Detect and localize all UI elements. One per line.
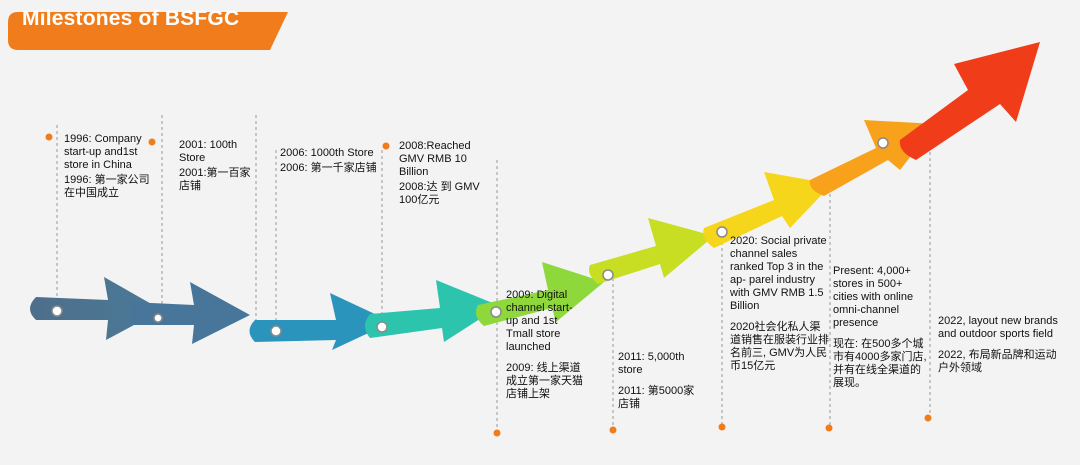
arrow-segment-4 [365, 280, 500, 342]
marker-dot-2020 [718, 423, 726, 431]
marker-ring-2020 [716, 226, 728, 238]
milestone-2008: 2008:Reached GMV RMB 10 Billion 2008:达 到… [399, 140, 489, 207]
page-title: Milestones of BSFGC [22, 7, 240, 30]
milestone-2020-en: 2020: Social private channel sales ranke… [730, 235, 827, 312]
milestone-present-zh: 现在: 在500多个城市有4000多家门店, 并有在线全渠道的展现。 [833, 338, 927, 389]
milestone-2011-en: 2011: 5,000th store [618, 351, 685, 376]
arrow-segment-9 [899, 42, 1040, 160]
marker-ring-1996 [51, 305, 63, 317]
milestone-2020-zh: 2020社会化私人渠道销售在服装行业排名前三, GMV为人民币15亿元 [730, 321, 829, 372]
marker-dot-2009 [493, 429, 501, 437]
milestone-2008-en: 2008:Reached GMV RMB 10 Billion [399, 140, 471, 178]
milestone-2001-zh: 2001:第一百家店铺 [179, 167, 251, 192]
milestone-2022-zh: 2022, 布局新品牌和运动户外领域 [938, 349, 1057, 374]
milestone-2011: 2011: 5,000th store 2011: 第5000家店铺 [618, 351, 698, 411]
arrow-segment-1 [30, 277, 162, 340]
milestone-1996-zh: 1996: 第一家公司在中国成立 [64, 174, 150, 199]
milestone-present: Present: 4,000+ stores in 500+ cities wi… [833, 265, 929, 390]
milestone-2001: 2001: 100th Store 2001:第一百家店铺 [179, 139, 259, 193]
marker-dot-2001 [148, 138, 156, 146]
milestone-2008-zh: 2008:达 到 GMV 100亿元 [399, 181, 480, 206]
milestone-2001-en: 2001: 100th Store [179, 139, 238, 164]
milestone-1996: 1996: Company start-up and1st store in C… [64, 133, 159, 200]
arrow-segment-2 [130, 282, 250, 344]
milestone-2011-zh: 2011: 第5000家店铺 [618, 385, 695, 410]
milestone-1996-en: 1996: Company start-up and1st store in C… [64, 133, 142, 171]
milestone-2020: 2020: Social private channel sales ranke… [730, 235, 830, 373]
milestone-2009: 2009: Digital channel start-up and 1st T… [506, 289, 584, 401]
marker-ring-2009 [490, 306, 502, 318]
milestone-2006-zh: 2006: 第一千家店铺 [280, 162, 377, 174]
milestone-2009-en: 2009: Digital channel start-up and 1st T… [506, 289, 573, 353]
milestone-present-en: Present: 4,000+ stores in 500+ cities wi… [833, 265, 914, 329]
milestone-2006: 2006: 1000th Store 2006: 第一千家店铺 [280, 147, 392, 175]
marker-dot-2022 [924, 414, 932, 422]
milestone-2009-zh: 2009: 线上渠道成立第一家天猫店铺上架 [506, 362, 583, 400]
milestone-2006-en: 2006: 1000th Store [280, 147, 374, 159]
arrow-segment-5 [476, 262, 604, 326]
milestone-2022-en: 2022, layout new brands and outdoor spor… [938, 315, 1058, 340]
milestone-2022: 2022, layout new brands and outdoor spor… [938, 315, 1063, 375]
marker-dot-2011 [609, 426, 617, 434]
marker-dot-2008 [382, 142, 390, 150]
marker-ring-2008 [376, 321, 388, 333]
arrow-segment-6 [589, 218, 714, 284]
arrow-segment-7 [703, 172, 832, 248]
arrow-segment-3 [249, 293, 392, 350]
marker-ring-2006 [270, 325, 282, 337]
marker-ring-2011 [602, 269, 614, 281]
marker-ring-2001 [153, 313, 163, 323]
arrow-segments [30, 42, 1040, 350]
marker-ring-present [877, 137, 889, 149]
marker-dot-present [825, 424, 833, 432]
title-banner [8, 12, 288, 50]
marker-dot-1996 [45, 133, 53, 141]
